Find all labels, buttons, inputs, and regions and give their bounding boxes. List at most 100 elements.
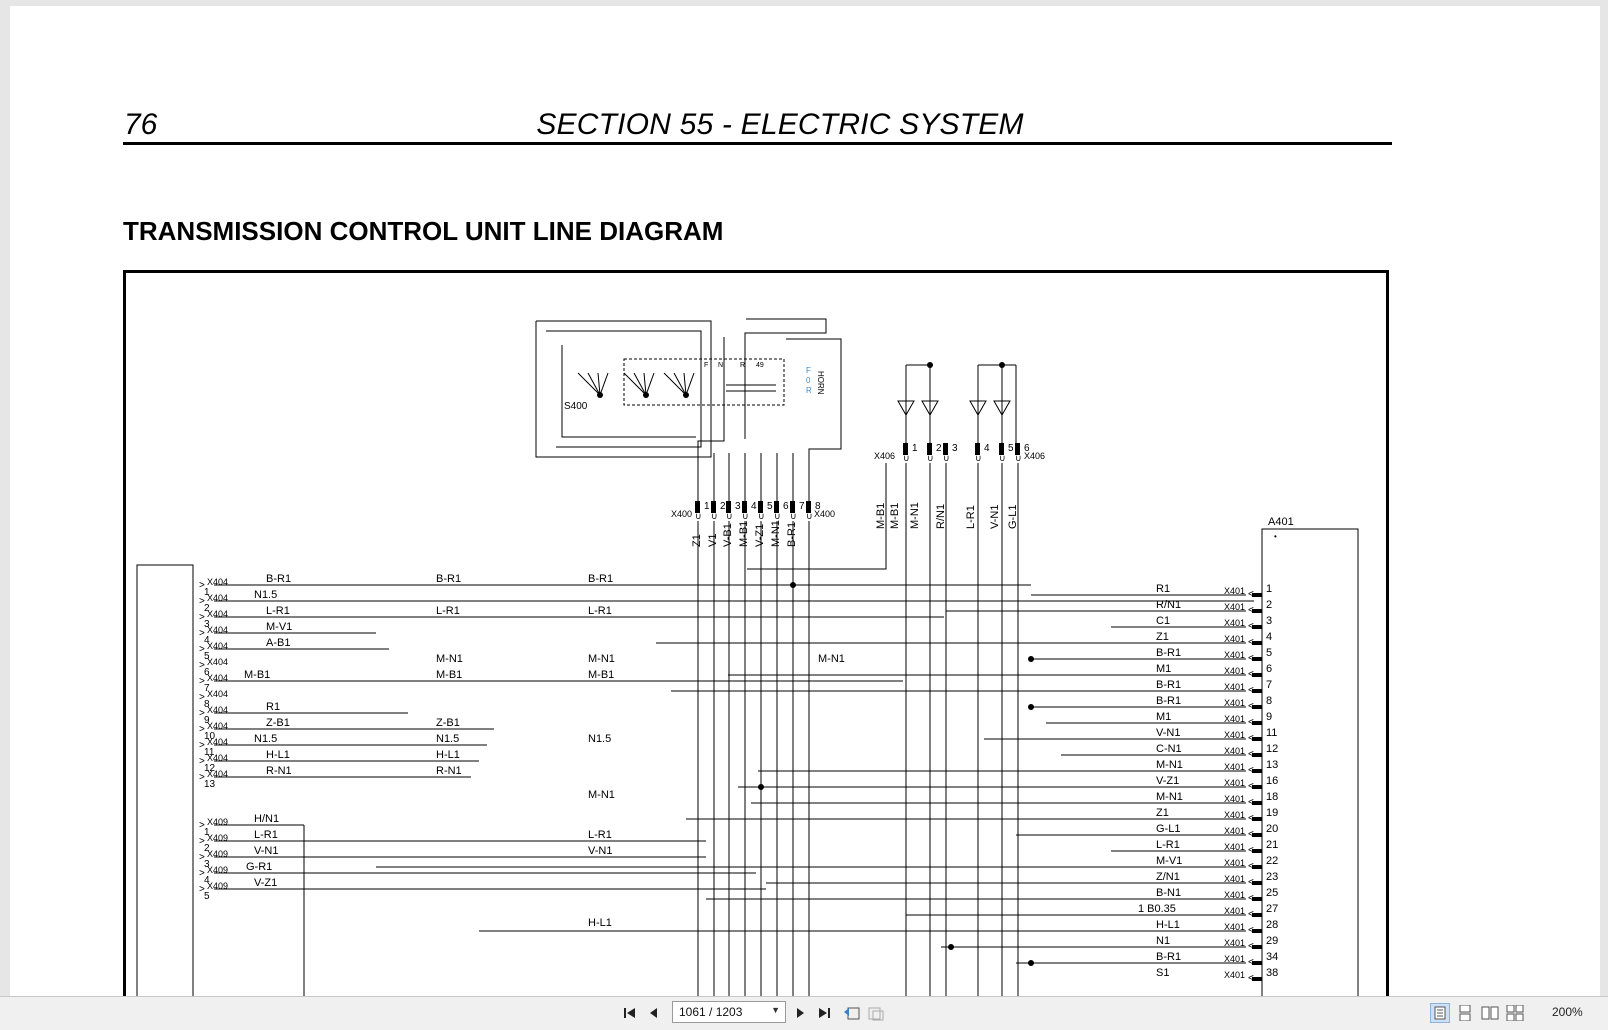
mid-wire-label: H-L1 — [588, 917, 612, 929]
x401-connector-label: X401 — [1224, 602, 1245, 612]
next-page-button[interactable] — [790, 1003, 810, 1023]
page-dropdown-icon[interactable]: ▼ — [771, 1005, 780, 1015]
x401-pin-contact — [1252, 673, 1262, 677]
x401-pin-contact — [1252, 593, 1262, 597]
x401-pin-number: 12 — [1266, 743, 1278, 755]
x401-pin-mark: < — [1248, 941, 1254, 952]
x401-pin-mark: < — [1248, 669, 1254, 680]
facing-view-button[interactable] — [1480, 1003, 1500, 1023]
x406-connector-label: X406 — [1024, 451, 1045, 461]
x401-connector-label: X401 — [1224, 714, 1245, 724]
x409-connector-label: X409 — [207, 849, 228, 859]
previous-view-button[interactable] — [842, 1003, 862, 1023]
x401-pin-number: 38 — [1266, 967, 1278, 979]
junction-dot — [1028, 656, 1034, 662]
last-page-icon — [819, 1008, 830, 1018]
x409-wire-label: L-R1 — [254, 829, 278, 841]
x401-pin-contact — [1252, 865, 1262, 869]
switch-harness — [786, 338, 842, 501]
first-page-button[interactable] — [620, 1003, 640, 1023]
x401-pin-contact — [1252, 929, 1262, 933]
switch-s400-label: S400 — [564, 401, 588, 412]
x400-connector-label: X400 — [671, 509, 692, 519]
x401-pin-contact — [1252, 769, 1262, 773]
x409-connector-label: X409 — [207, 833, 228, 843]
x401-connector-label: X401 — [1224, 874, 1245, 884]
x401-wire-label: V-N1 — [1156, 727, 1180, 739]
diagram-heading: TRANSMISSION CONTROL UNIT LINE DIAGRAM — [123, 216, 724, 246]
x409-pin-number: 2 — [204, 843, 210, 854]
zoom-level[interactable]: 200% — [1552, 1005, 1583, 1019]
switch-harness — [744, 318, 827, 439]
x400-pin-mark: ∪ — [806, 511, 813, 521]
x400-wire-label: V-B1 — [722, 523, 734, 547]
x404-connector-label: X404 — [207, 705, 228, 715]
x404-pin-number: 6 — [204, 667, 210, 678]
x404-pin-mark: > — [199, 628, 205, 639]
switch-direction-letter: 0 — [806, 376, 811, 385]
x401-connector-label: X401 — [1224, 810, 1245, 820]
x401-pin-mark: < — [1248, 909, 1254, 920]
x401-pin-mark: < — [1248, 637, 1254, 648]
x401-wire-label: C1 — [1156, 615, 1170, 627]
x400-pin-mark: ∪ — [774, 511, 781, 521]
previous-page-icon — [650, 1008, 657, 1018]
x400-wire-label: M-N1 — [770, 520, 782, 547]
page-indicator-text: 1061 / 1203 — [679, 1005, 743, 1019]
single-page-view-button[interactable] — [1430, 1003, 1450, 1023]
x406-pin-contact — [927, 443, 932, 455]
mid-wire-label: L-R1 — [588, 829, 612, 841]
x404-wire-label: M-V1 — [266, 621, 292, 633]
x406-pin-contact — [943, 443, 948, 455]
x401-connector-label: X401 — [1224, 906, 1245, 916]
x401-pin-number: 25 — [1266, 887, 1278, 899]
x401-connector-label: X401 — [1224, 890, 1245, 900]
x406-wire-label: V-N1 — [989, 505, 1001, 529]
x401-pin-mark: < — [1248, 701, 1254, 712]
switch-harness — [697, 337, 725, 453]
x401-pin-mark: < — [1248, 589, 1254, 600]
x401-pin-mark: < — [1248, 829, 1254, 840]
x401-pin-contact — [1252, 913, 1262, 917]
continuous-view-button[interactable] — [1455, 1003, 1475, 1023]
x401-pin-contact — [1252, 657, 1262, 661]
next-view-button[interactable] — [866, 1003, 886, 1023]
previous-view-icon — [844, 1007, 860, 1020]
x401-pin-mark: < — [1248, 797, 1254, 808]
x406-pin-mark: ∪ — [1015, 453, 1022, 463]
x400-wire-label: V1 — [707, 534, 719, 547]
switch-harness — [561, 345, 696, 438]
junction-dot — [597, 392, 603, 398]
x404-connector-label: X404 — [207, 769, 228, 779]
x400-wire-label: Z1 — [691, 534, 703, 547]
page-number-input[interactable]: 1061 / 1203 ▼ — [672, 1001, 786, 1023]
x401-wire-label: Z1 — [1156, 807, 1169, 819]
x401-connector-label: X401 — [1224, 682, 1245, 692]
x401-pin-number: 19 — [1266, 807, 1278, 819]
x401-connector-label: X401 — [1224, 618, 1245, 628]
previous-page-button[interactable] — [644, 1003, 664, 1023]
x401-pin-mark: < — [1248, 653, 1254, 664]
wiring-diagram-canvas: >X4041>X4042>X4043>X4044>X4045>X4046>X40… — [136, 318, 1359, 996]
x401-wire-label: 1 B0.35 — [1138, 903, 1176, 915]
x409-pin-mark: > — [199, 836, 205, 847]
a401-module-outline — [1261, 528, 1359, 996]
continuous-facing-view-button[interactable] — [1505, 1003, 1525, 1023]
x401-connector-label: X401 — [1224, 746, 1245, 756]
document-page: 76 SECTION 55 - ELECTRIC SYSTEM TRANSMIS… — [10, 6, 1600, 996]
continuous-page-icon — [1459, 1005, 1471, 1021]
x401-pin-number: 22 — [1266, 855, 1278, 867]
x401-pin-contact — [1252, 881, 1262, 885]
x400-pin-contact — [790, 501, 795, 513]
mid-wire-label: N1.5 — [588, 733, 611, 745]
x401-connector-label: X401 — [1224, 970, 1245, 980]
x401-pin-mark: < — [1248, 605, 1254, 616]
last-page-button[interactable] — [814, 1003, 834, 1023]
continuous-facing-icon — [1506, 1005, 1524, 1021]
x400-pin-mark: ∪ — [726, 511, 733, 521]
x401-pin-contact — [1252, 849, 1262, 853]
x409-connector-label: X409 — [207, 881, 228, 891]
switch-contact — [577, 372, 601, 396]
junction-dot — [790, 582, 796, 588]
x401-pin-number: 11 — [1266, 727, 1277, 739]
